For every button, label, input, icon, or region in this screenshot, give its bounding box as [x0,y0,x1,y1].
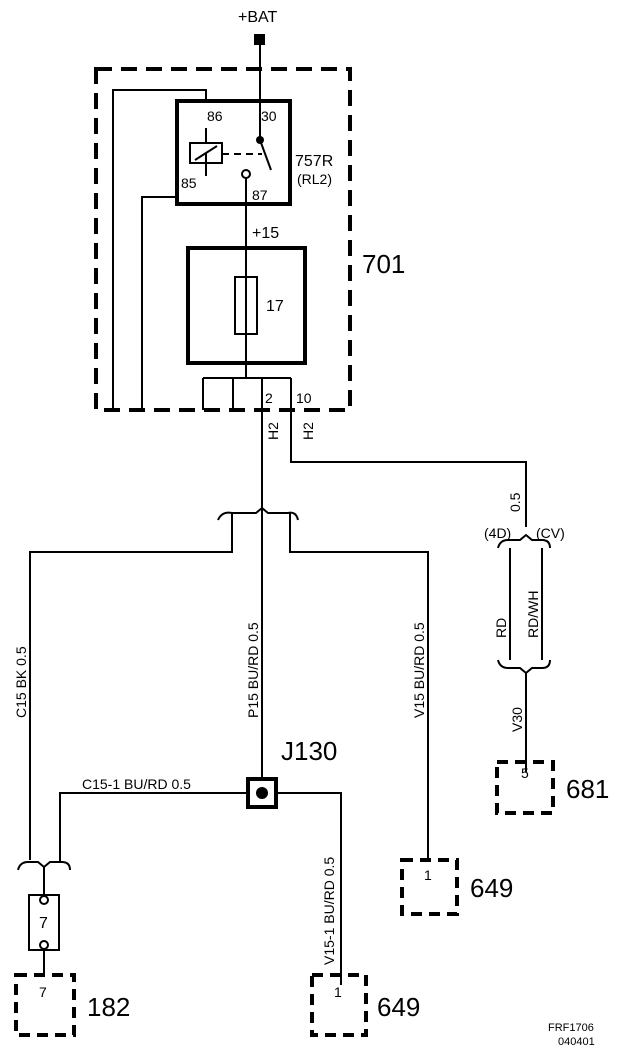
bat-terminal [254,34,265,45]
inline-connector-7-label: 7 [39,915,48,932]
fuse-box [186,246,307,365]
rd-label: RD [493,618,509,638]
wire-pin85 [141,196,177,408]
v15-1-label: V15-1 BU/RD 0.5 [321,857,337,965]
pin2-label: 2 [265,390,273,406]
ref-code-2: 040401 [558,1036,595,1048]
connector-649-top-label: 649 [470,873,513,903]
box-701-label: 701 [362,249,405,279]
inline-7-top-pin [39,895,49,905]
relay-name-label: 757R [295,153,333,170]
connector-182-label: 182 [87,992,130,1022]
connector-649-bottom [310,973,368,1037]
ref-code-1: FRF1706 [548,1022,594,1034]
relay-757r [175,99,292,206]
variant-bracket-bottom [497,659,551,675]
plus15-label: +15 [252,225,279,242]
connector-649-top-pin: 1 [424,867,432,883]
connector-681-pin: 5 [521,765,529,781]
wire-c15-1 [59,792,248,862]
pin10-label: 10 [296,390,312,406]
relay-30-label: 30 [261,108,277,124]
relay-85-label: 85 [181,175,197,191]
relay-87-label: 87 [252,187,268,203]
wire-v15-1 [276,792,342,985]
bat-label: +BAT [238,9,278,26]
relay-sub-label: (RL2) [297,171,332,187]
wire-05-right-label: 0.5 [507,492,523,512]
wire-c15 [29,513,233,860]
v30-label: V30 [509,707,525,732]
box-701 [94,67,352,412]
fuse-label: 17 [266,298,284,315]
variant-4d-label: (4D) [484,525,511,541]
p15-label: P15 BU/RD 0.5 [245,622,261,718]
j130-label: J130 [281,736,337,766]
wire-pin86 [112,89,207,408]
relay-contact-87 [241,169,251,179]
h2-right-label: H2 [300,422,316,440]
connector-182-pin: 7 [39,984,47,1000]
inline-7-bottom-pin [39,940,49,950]
variant-cv-label: (CV) [536,525,565,541]
h2-left-label: H2 [265,422,281,440]
c15-1-label: C15-1 BU/RD 0.5 [82,776,191,792]
v15-label: V15 BU/RD 0.5 [411,622,427,718]
wire-v15 [289,513,429,860]
wire-pin10 [290,378,527,527]
splice-bracket [217,506,299,521]
connector-681 [495,760,555,815]
connector-649-top [400,858,459,916]
relay-switch-arm [259,139,272,171]
connector-649-bottom-label: 649 [377,992,420,1022]
variant-bracket-top [497,533,551,549]
connector-681-label: 681 [566,774,609,804]
c15-label: C15 BK 0.5 [13,646,29,718]
rd-wh-label: RD/WH [525,591,541,638]
connector-649-bottom-pin: 1 [334,984,342,1000]
relay-86-label: 86 [207,108,223,124]
j130-node [256,787,268,799]
connector-182 [14,973,76,1037]
